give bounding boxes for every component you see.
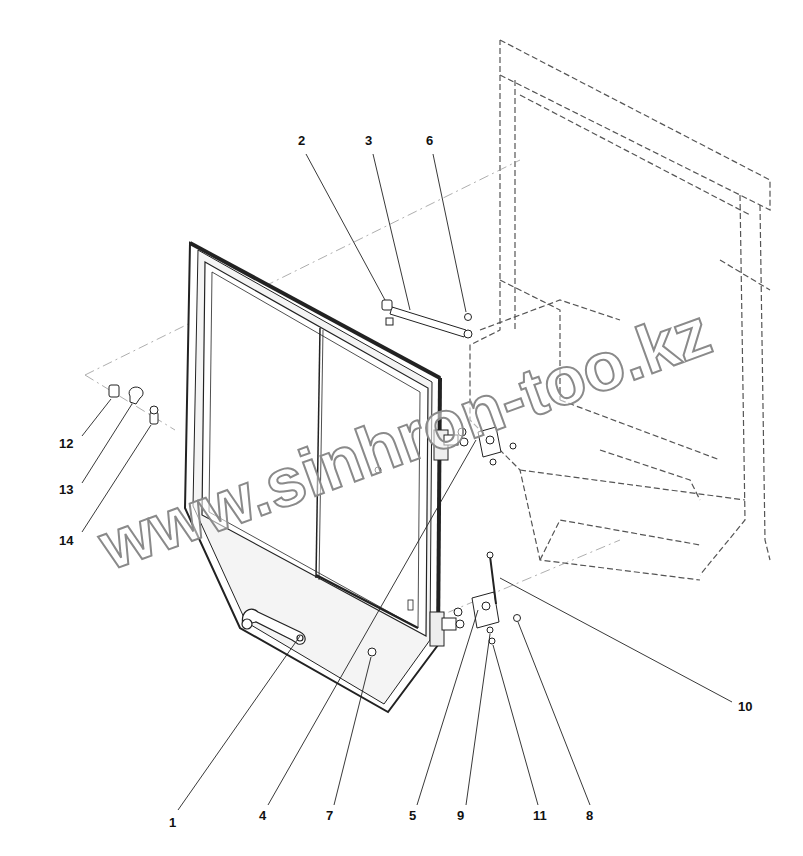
drawing-part — [487, 552, 493, 558]
callout-number: 1 — [169, 816, 176, 829]
drawing-part — [760, 205, 770, 560]
callout-number: 9 — [457, 809, 464, 822]
drawing-part — [720, 260, 770, 290]
drawing-part — [178, 636, 300, 810]
callout-number: 2 — [298, 134, 305, 147]
drawing-part — [500, 578, 732, 702]
drawing-part — [386, 318, 393, 325]
drawing-part — [560, 400, 720, 460]
drawing-part — [306, 154, 385, 300]
drawing-part — [464, 330, 472, 338]
drawing-part — [390, 307, 466, 337]
drawing-part — [297, 635, 303, 641]
drawing-part — [373, 154, 410, 310]
drawing-part — [700, 195, 745, 575]
callout-number: 4 — [259, 809, 266, 822]
drawing-part — [417, 610, 478, 805]
drawing-part — [242, 609, 305, 644]
drawing-part — [490, 556, 496, 604]
callout-number: 13 — [59, 483, 73, 496]
drawing-part — [150, 406, 158, 414]
drawing-part — [482, 602, 490, 610]
callout-number: 5 — [409, 809, 416, 822]
callout-number: 10 — [738, 700, 752, 713]
drawing-part — [454, 608, 462, 616]
latch-parts — [109, 385, 158, 424]
drawing-part — [465, 314, 472, 321]
drawing-part — [368, 648, 376, 656]
drawing-part — [82, 399, 111, 436]
callout-number: 7 — [326, 809, 333, 822]
leader-lines — [82, 154, 732, 810]
drawing-part — [514, 80, 515, 330]
drawing-part — [500, 40, 770, 210]
drawing-part — [242, 619, 252, 629]
drawing-part — [316, 575, 418, 628]
drawing-part — [85, 375, 175, 430]
door-handle — [242, 609, 305, 644]
drawing-part — [382, 300, 392, 310]
drawing-part — [433, 154, 466, 312]
drawing-part — [129, 387, 143, 404]
drawing-part — [430, 540, 620, 620]
drawing-part — [408, 600, 413, 610]
drawing-part — [520, 470, 745, 500]
drawing-part — [334, 657, 371, 805]
drawing-part — [490, 459, 496, 465]
cab-frame — [470, 40, 770, 580]
callout-number: 14 — [59, 534, 73, 547]
callout-number: 12 — [59, 437, 73, 450]
drawing-part — [466, 634, 490, 805]
drawing-part — [514, 615, 521, 622]
drawing-part — [82, 404, 132, 483]
drawing-part — [489, 638, 495, 644]
callout-number: 6 — [426, 134, 433, 147]
callout-number: 8 — [586, 809, 593, 822]
callout-number: 11 — [533, 809, 547, 822]
drawing-part — [510, 443, 516, 449]
drawing-part — [456, 620, 464, 628]
drawing-part — [487, 627, 493, 633]
drawing-part — [518, 622, 590, 805]
drawing-part — [520, 95, 750, 215]
drawing-part — [442, 618, 456, 630]
drawing-part — [600, 450, 700, 500]
drawing-part — [493, 645, 538, 805]
drawing-part — [109, 385, 119, 397]
callout-number: 3 — [365, 134, 372, 147]
